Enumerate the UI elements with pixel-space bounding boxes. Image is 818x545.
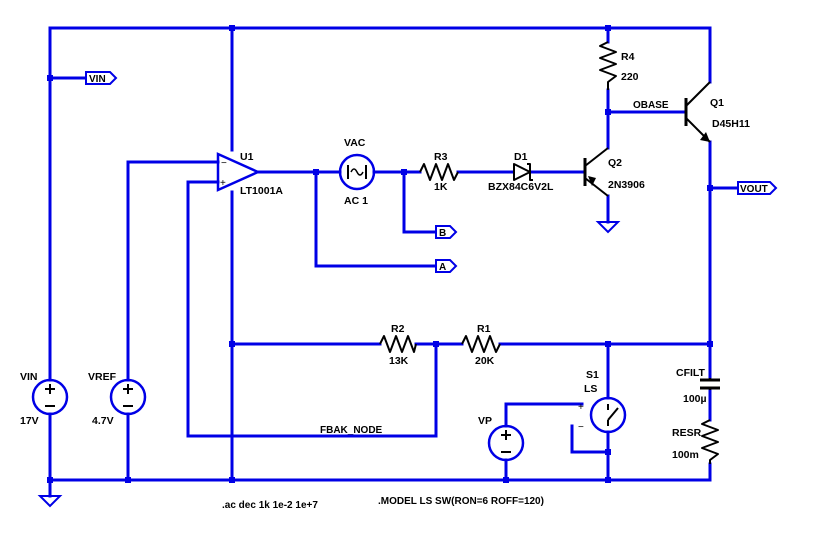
svg-text:B: B (439, 228, 446, 239)
directive-ac: .ac dec 1k 1e-2 1e+7 (222, 500, 318, 511)
resistor-r1: R1 20K (461, 323, 501, 367)
net-label-obase: OBASE (633, 100, 669, 111)
r4-value: 220 (621, 71, 639, 83)
r1-ref: R1 (477, 323, 491, 335)
r3-ref: R3 (434, 151, 448, 163)
r2-ref: R2 (391, 323, 405, 335)
d1-value: BZX84C6V2L (488, 181, 554, 193)
r4-ref: R4 (621, 51, 635, 63)
vp-ref: VP (478, 415, 492, 427)
r1-value: 20K (475, 355, 495, 367)
transistor-q2: Q2 2N3906 (583, 147, 645, 197)
ground-symbol (37, 495, 63, 508)
net-label-fbak-node: FBAK_NODE (320, 425, 383, 436)
resistor-r3: R3 1K (419, 151, 459, 193)
q1-value: D45H11 (712, 118, 750, 130)
net-port-b: B (435, 225, 458, 239)
diode-d1: D1 BZX84C6V2L (488, 151, 554, 193)
resr-ref: RESR (672, 427, 702, 439)
opamp-u1: − + U1 LT1001A (216, 151, 283, 197)
s1-ref: S1 (586, 369, 599, 381)
cfilt-value: 100µ (683, 393, 707, 405)
u1-ref: U1 (240, 151, 254, 163)
source-vp: VP (478, 415, 525, 462)
cfilt-ref: CFILT (676, 367, 706, 379)
d1-ref: D1 (514, 151, 528, 163)
vref-value: 4.7V (92, 415, 114, 427)
resistor-resr: RESR 100m (672, 419, 719, 464)
net-port-vout: VOUT (737, 181, 778, 195)
svg-text:+: + (578, 402, 584, 413)
q1-ref: Q1 (710, 97, 724, 109)
vac-ref: VAC (344, 137, 366, 149)
r2-value: 13K (389, 355, 409, 367)
transistor-q1: Q1 D45H11 (684, 81, 750, 143)
vin-ref: VIN (20, 371, 38, 383)
junction-dots (47, 25, 713, 483)
s1-value: LS (584, 383, 597, 395)
svg-text:+: + (220, 178, 226, 189)
svg-text:A: A (439, 262, 446, 273)
q2-value: 2N3906 (608, 179, 645, 191)
source-vac: VAC AC 1 (338, 137, 376, 207)
net-port-a: A (435, 259, 458, 273)
switch-s1: + − S1 LS (578, 369, 627, 434)
vref-ref: VREF (88, 371, 117, 383)
capacitor-cfilt: CFILT 100µ (676, 367, 720, 405)
svg-text:VOUT: VOUT (740, 184, 768, 195)
source-vin: VIN 17V (20, 371, 69, 427)
resistor-r2: R2 13K (379, 323, 417, 367)
ground-symbol-q2 (595, 221, 621, 234)
vin-value: 17V (20, 415, 39, 427)
vac-value: AC 1 (344, 195, 368, 207)
resistor-r4: R4 220 (599, 41, 639, 90)
u1-value: LT1001A (240, 185, 283, 197)
q2-ref: Q2 (608, 157, 622, 169)
svg-text:−: − (221, 158, 227, 169)
svg-text:−: − (578, 422, 584, 433)
resr-value: 100m (672, 449, 699, 461)
r3-value: 1K (434, 181, 448, 193)
source-vref: VREF 4.7V (88, 371, 147, 427)
directive-model: .MODEL LS SW(RON=6 ROFF=120) (378, 496, 544, 507)
net-port-vin: VIN (85, 71, 118, 85)
svg-text:VIN: VIN (89, 74, 106, 85)
wires (48, 26, 740, 498)
